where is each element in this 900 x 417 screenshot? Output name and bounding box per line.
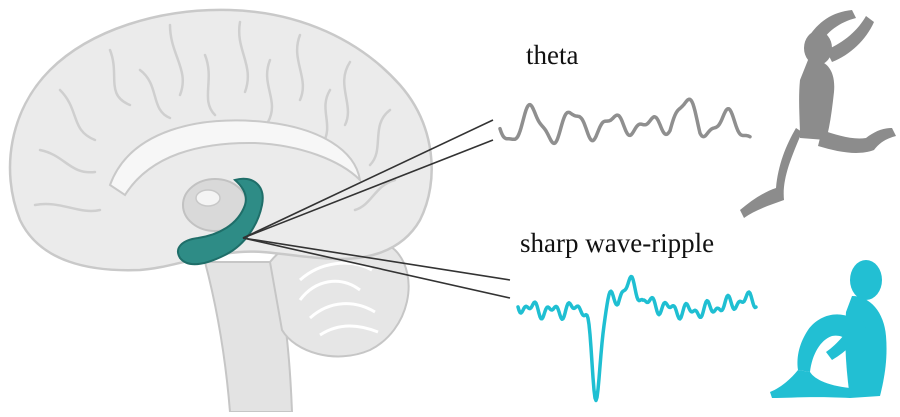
theta-oscillation-trace xyxy=(500,99,750,143)
sharp-wave-ripple-trace xyxy=(518,277,756,401)
jumping-person-silhouette-icon xyxy=(740,10,896,218)
sagittal-brain-section-icon xyxy=(10,10,432,412)
theta-label: theta xyxy=(526,42,578,69)
sitting-person-silhouette-icon xyxy=(770,260,887,398)
sharp-wave-ripple-label: sharp wave-ripple xyxy=(520,230,714,257)
